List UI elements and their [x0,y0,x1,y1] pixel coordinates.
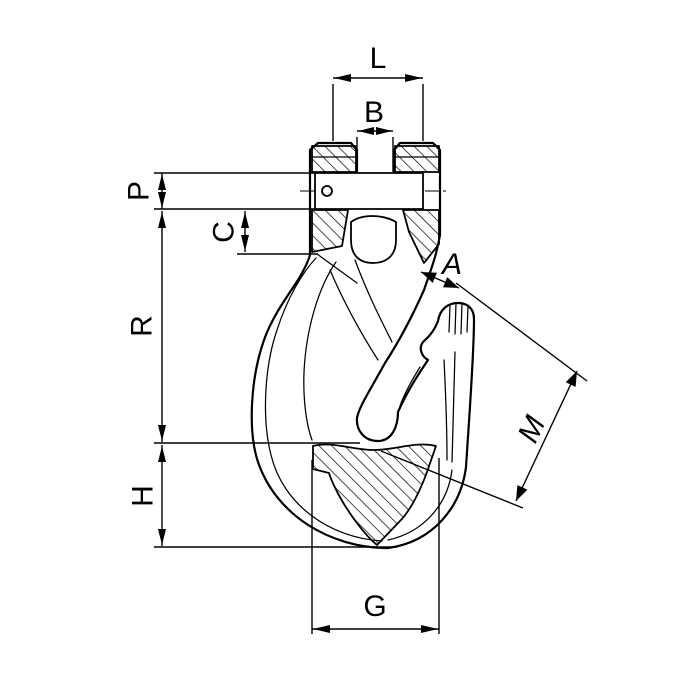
dim-H: H [127,445,397,548]
contour-lines [264,156,469,542]
dim-label-A: A [440,248,462,281]
eye-hole [350,215,397,264]
dim-label-C: C [208,221,241,243]
clevis-pin [300,172,450,210]
dim-P: P [123,172,316,210]
dim-label-M: M [512,411,552,448]
dim-G: G [311,458,440,634]
dim-label-B: B [364,96,384,129]
dim-L: L [332,42,424,141]
dim-R: R [126,211,360,444]
cradle-section [312,443,437,546]
dim-A: A [420,248,462,289]
pin-body [314,172,424,210]
dim-label-G: G [363,590,386,623]
dim-B: B [356,96,394,172]
dim-label-L: L [370,42,387,75]
dim-C: C [208,211,318,255]
dim-label-R: R [126,315,159,337]
dim-label-H: H [127,485,160,507]
hook-drawing [250,141,476,550]
clevis-section-hatching [311,145,440,264]
pin-hole [321,185,333,197]
dim-label-P: P [123,181,156,201]
